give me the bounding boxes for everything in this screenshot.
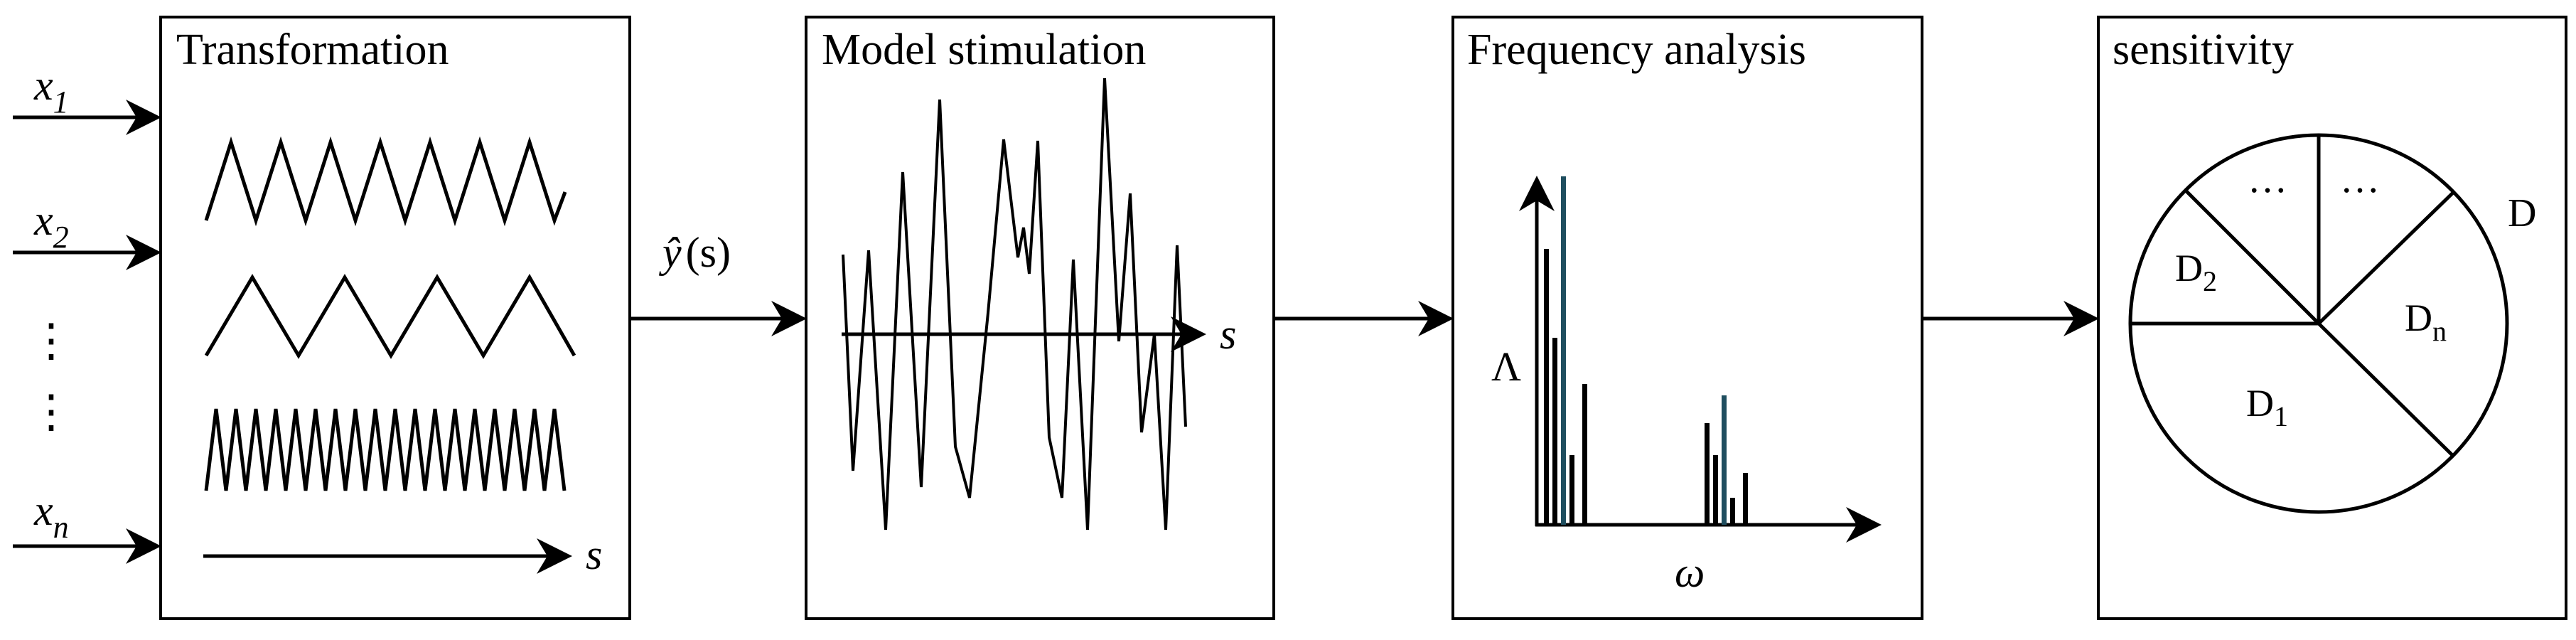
output-y-hat-label: ŷ(s) bbox=[658, 229, 731, 276]
spectrum-bar bbox=[1582, 384, 1587, 525]
spectrum-bar bbox=[1705, 423, 1710, 525]
input-label-1: x bbox=[33, 62, 53, 109]
spectrum-bar bbox=[1713, 455, 1718, 525]
model-title: Model stimulation bbox=[822, 26, 1146, 74]
svg-text:x1: x1 bbox=[33, 62, 69, 119]
input-subscript-2: 2 bbox=[53, 220, 69, 255]
input-x2: x2 bbox=[13, 197, 161, 270]
spectrum-bar bbox=[1569, 455, 1574, 525]
input-ellipsis-2: ⋮ bbox=[28, 386, 74, 437]
pie-slice-label-ellipsis-2: … bbox=[2340, 157, 2380, 201]
spectrum-bar-highlight bbox=[1561, 176, 1566, 525]
pie-slice-label-dn: Dn bbox=[2405, 297, 2447, 347]
svg-text:xn: xn bbox=[33, 487, 69, 545]
transformation-s-label: s bbox=[586, 531, 602, 578]
pie-outer-label-d: D bbox=[2508, 191, 2536, 235]
input-subscript-n: n bbox=[53, 510, 69, 545]
spectrum-bar-highlight bbox=[1722, 395, 1727, 525]
frequency-box bbox=[1451, 16, 1923, 620]
pie-slice-label-d1: D1 bbox=[2246, 382, 2288, 432]
spectrum-bar bbox=[1544, 249, 1549, 525]
input-subscript-1: 1 bbox=[53, 85, 69, 119]
input-xn: xn bbox=[13, 487, 161, 564]
pie-slice-label-d2: D2 bbox=[2175, 247, 2217, 297]
input-label-n: x bbox=[33, 487, 53, 534]
transformation-box bbox=[159, 16, 631, 620]
spectrum-bar bbox=[1552, 338, 1557, 525]
triangle-wave-slow bbox=[204, 274, 576, 359]
input-ellipsis-1: ⋮ bbox=[28, 315, 74, 366]
sensitivity-pie: … … D2 Dn D1 D bbox=[2128, 133, 2536, 514]
model-s-label: s bbox=[1220, 311, 1236, 358]
pie-slice-label-ellipsis-1: … bbox=[2248, 157, 2287, 201]
frequency-spectrum bbox=[1544, 176, 1748, 525]
triangle-wave-fast bbox=[204, 408, 567, 491]
pie-divider bbox=[2317, 191, 2455, 325]
frequency-y-label: Λ bbox=[1491, 343, 1521, 390]
triangle-wave-medium bbox=[204, 136, 567, 227]
frequency-x-label: ω bbox=[1675, 549, 1705, 596]
svg-text:x2: x2 bbox=[33, 197, 69, 255]
spectrum-bar bbox=[1743, 473, 1748, 525]
sensitivity-title: sensitivity bbox=[2113, 26, 2294, 74]
frequency-title: Frequency analysis bbox=[1467, 26, 1806, 74]
model-box bbox=[805, 16, 1275, 620]
input-label-2: x bbox=[33, 197, 53, 244]
pie-divider bbox=[2184, 189, 2320, 325]
sensitivity-box bbox=[2097, 16, 2567, 620]
transformation-title: Transformation bbox=[176, 26, 449, 74]
model-response-signal bbox=[842, 78, 1187, 530]
input-x1: x1 bbox=[13, 62, 161, 135]
spectrum-bar bbox=[1730, 498, 1735, 525]
pie-divider bbox=[2317, 322, 2454, 457]
